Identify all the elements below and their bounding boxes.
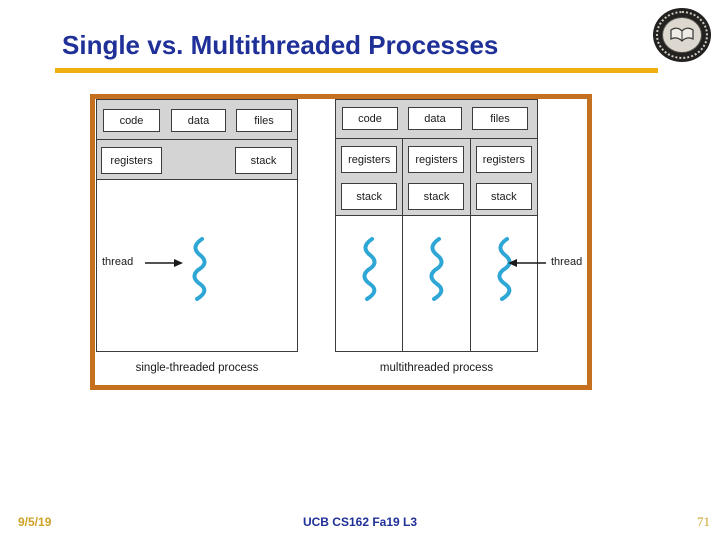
stack-box: stack <box>408 183 465 210</box>
thread-squiggle-icon <box>497 237 512 301</box>
process-diagram: code data files registers stack thread <box>90 94 592 390</box>
data-box: data <box>171 109 226 132</box>
thread-squiggle-icon <box>429 237 444 301</box>
files-label: files <box>490 112 510 125</box>
stack-label: stack <box>250 154 277 167</box>
stack-label: stack <box>423 190 450 203</box>
registers-label: registers <box>415 153 458 166</box>
registers-box: registers <box>101 147 162 174</box>
registers-label: registers <box>482 153 525 166</box>
thread-columns: registers stack registers stack <box>336 139 537 351</box>
open-book-icon <box>670 27 694 42</box>
registers-label: registers <box>348 153 391 166</box>
caption-single-threaded: single-threaded process <box>135 362 259 374</box>
code-label: code <box>119 114 144 127</box>
thread-label-left: thread <box>102 256 134 268</box>
data-label: data <box>424 112 446 125</box>
stack-box: stack <box>475 183 532 210</box>
caption-multithreaded: multithreaded process <box>379 362 494 374</box>
data-label: data <box>187 114 210 127</box>
thread-column-2: registers stack <box>403 139 471 351</box>
title-underline <box>55 68 658 73</box>
page-title: Single vs. Multithreaded Processes <box>62 30 499 60</box>
footer-page-number: 71 <box>697 514 710 529</box>
single-memory-strip: code data files <box>97 100 297 140</box>
registers-label: registers <box>110 154 153 167</box>
footer-course-name: UCB CS162 Fa19 L3 <box>302 515 418 529</box>
thread-squiggle-icon <box>362 237 377 301</box>
files-label: files <box>254 114 274 127</box>
files-box: files <box>236 109 292 132</box>
seal-text-ring <box>656 11 708 59</box>
stack-box: stack <box>235 147 292 174</box>
code-box: code <box>342 107 398 130</box>
thread-squiggle-icon <box>192 237 207 301</box>
files-box: files <box>472 107 528 130</box>
thread-column-3: registers stack <box>470 139 537 351</box>
seal-inner-disc <box>662 17 702 53</box>
thread-column-1: registers stack <box>336 139 404 351</box>
stack-box: stack <box>341 183 398 210</box>
footer-date: 9/5/19 <box>18 515 52 529</box>
code-label: code <box>358 112 382 125</box>
uc-berkeley-seal-logo <box>653 8 711 62</box>
stack-label: stack <box>490 190 517 203</box>
code-box: code <box>103 109 160 132</box>
registers-box: registers <box>341 146 398 173</box>
single-context-strip: registers stack <box>97 140 297 180</box>
thread-label-right: thread <box>551 256 583 268</box>
multi-memory-strip: code data files <box>336 100 537 139</box>
stack-label: stack <box>356 190 382 203</box>
data-box: data <box>408 107 462 130</box>
registers-box: registers <box>408 146 465 173</box>
process-diagram-canvas: code data files registers stack thread <box>95 99 587 385</box>
arrow-right-icon <box>145 259 183 267</box>
single-threaded-process-box: code data files registers stack <box>96 99 298 352</box>
registers-box: registers <box>475 146 532 173</box>
multithreaded-process-box: code data files registers stack <box>335 99 538 352</box>
arrow-left-icon <box>508 259 546 267</box>
